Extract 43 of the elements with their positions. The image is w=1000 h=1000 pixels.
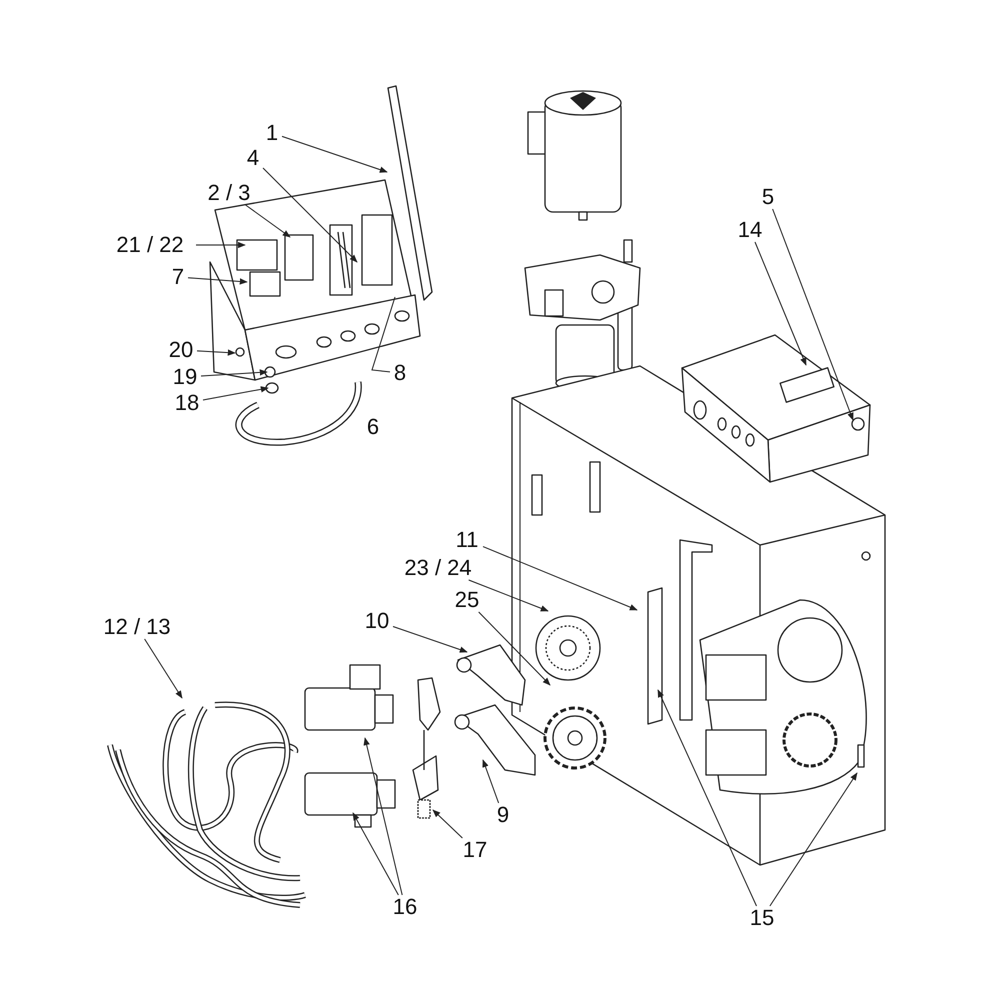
leader-line [468,580,549,612]
leader-line [482,546,638,610]
leader-line [482,759,500,804]
leader-line [432,809,463,838]
callout-number: 2 / 3 [208,182,250,204]
callout-number: 9 [496,804,510,826]
leader-line [262,168,358,263]
callout-number: 18 [174,392,200,414]
leader-line [245,204,291,238]
leader-line [392,626,468,653]
callout-number: 5 [762,186,774,208]
leader-line [478,612,551,686]
callout-number: 6 [366,416,380,438]
callout-number: 20 [168,339,194,361]
leader-line [282,136,388,173]
leader-line [352,812,399,896]
leader-line [196,349,236,356]
callout-number: 17 [462,839,488,861]
callout-number: 8 [394,362,406,384]
leader-line [202,386,269,400]
leader-line [144,638,182,699]
leader-line [772,208,854,421]
leader-line [754,242,806,366]
callout-number: 25 [454,589,480,611]
leader-line [658,689,757,906]
callout-number: 15 [750,907,774,929]
callout-number: 19 [172,366,198,388]
callout-number: 23 / 24 [404,557,472,579]
callout-number: 21 / 22 [116,234,184,256]
callout-number: 7 [172,266,184,288]
leader-line [364,737,403,896]
callout-number: 14 [738,219,762,241]
leader-line [200,369,268,376]
callout-number: 12 / 13 [103,616,171,638]
callout-number: 16 [392,896,418,918]
leader-line [769,772,858,906]
leader-line [371,296,396,372]
callout-number: 11 [456,529,478,551]
callout-number: 1 [266,122,278,144]
callout-number: 4 [246,147,260,169]
callout-number: 10 [364,610,390,632]
leader-line [188,277,248,285]
leader-line [196,242,246,248]
